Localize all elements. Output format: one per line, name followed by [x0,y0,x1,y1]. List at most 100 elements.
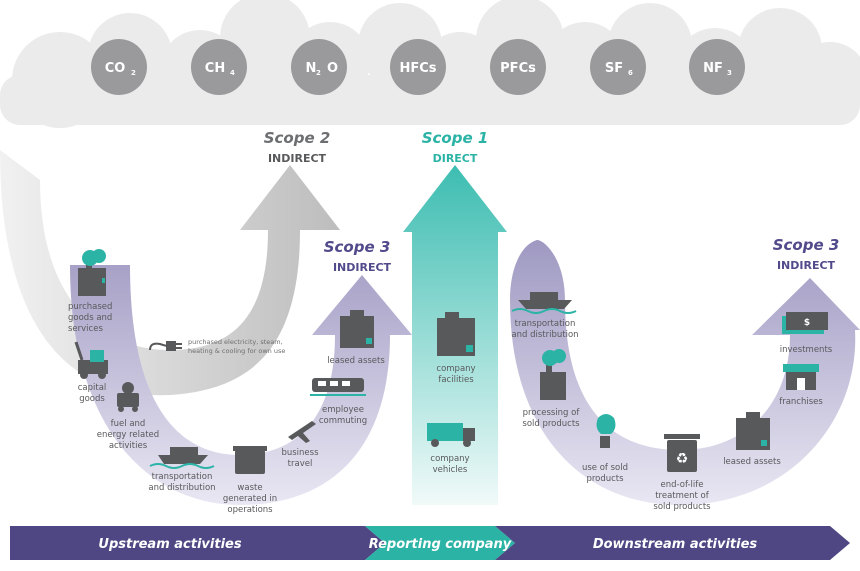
svg-text:franchises: franchises [779,397,823,407]
svg-text:INDIRECT: INDIRECT [268,152,327,165]
company-vehicles-label: company vehicles [430,454,469,475]
fuel-cart-icon [117,382,139,412]
processing-factory-icon [540,349,566,400]
upstream-activities-label: Upstream activities [98,537,241,552]
scope3-upstream-arrow [70,265,412,505]
svg-text:4: 4 [230,69,235,77]
svg-text:$: $ [804,318,810,328]
svg-text:capital: capital [78,383,107,393]
svg-text:2: 2 [131,69,136,77]
svg-text:purchased: purchased [68,302,112,312]
svg-text:NF: NF [703,61,723,76]
gas-n2o: N 2 O [291,39,347,95]
svg-text:INDIRECT: INDIRECT [333,261,392,274]
svg-text:♻: ♻ [676,451,689,467]
purchased-goods-label: purchased goods and services [68,302,112,334]
svg-text:6: 6 [628,69,633,77]
storefront-icon [783,364,819,390]
svg-text:transportation: transportation [152,472,213,482]
svg-text:use of sold: use of sold [582,463,628,473]
franchises-label: franchises [779,397,823,407]
svg-text:generated in: generated in [223,494,277,504]
end-of-life-label: end-of-life treatment of sold products [653,480,711,512]
svg-text:services: services [68,324,103,334]
scope2-arrow [0,150,340,396]
svg-text:DIRECT: DIRECT [433,152,478,165]
recycle-bin-icon: ♻ [664,434,700,472]
fuel-energy-label: fuel and energy related activities [97,419,159,451]
svg-text:company: company [430,454,469,464]
airplane-icon [288,421,316,443]
svg-text:and distribution: and distribution [511,330,578,340]
downstream-activities-bar [495,526,850,560]
svg-text:O: O [327,61,338,76]
upstream-leased-assets-label: leased assets [327,356,385,366]
train-icon [310,378,366,396]
downstream-ship-icon [511,292,577,314]
svg-text:Scope 1: Scope 1 [422,129,489,147]
svg-text:processing of: processing of [523,408,581,418]
scope1-heading: Scope 1 DIRECT [422,129,489,165]
svg-text:investments: investments [780,345,833,355]
svg-text:N: N [306,61,317,76]
svg-text:vehicles: vehicles [433,465,468,475]
svg-text:Scope 3: Scope 3 [773,236,840,254]
svg-text:business: business [281,448,319,458]
svg-text:goods and: goods and [68,313,112,323]
money-icon: $ [782,312,828,334]
svg-text:transportation: transportation [515,319,576,329]
downstream-building-icon [736,412,770,450]
plug-icon [149,341,182,351]
ship-icon [149,447,215,469]
svg-text:end-of-life: end-of-life [661,480,704,490]
svg-text:energy related: energy related [97,430,159,440]
reporting-company-bar [365,526,515,560]
business-travel-label: business travel [281,448,319,469]
svg-text:heating & cooling for own use: heating & cooling for own use [188,347,285,355]
svg-text:INDIRECT: INDIRECT [777,259,836,272]
gas-sf6: SF 6 [590,39,646,95]
svg-text:SF: SF [605,61,623,76]
scope2-heading: Scope 2 INDIRECT [264,129,331,165]
svg-text:CO: CO [105,61,126,76]
company-facilities-label: company facilities [436,364,475,385]
processing-label: processing of sold products [522,408,580,429]
capital-goods-label: capital goods [78,383,107,404]
svg-text:travel: travel [288,459,313,469]
upstream-transport-label: transportation and distribution [148,472,215,493]
gas-co2: CO 2 [91,39,147,95]
gas-nf3: NF 3 [689,39,745,95]
lightbulb-icon [596,414,616,448]
svg-text:sold products: sold products [653,502,711,512]
svg-text:operations: operations [227,505,273,515]
downstream-activities-label: Downstream activities [593,537,758,552]
svg-text:commuting: commuting [319,416,367,426]
svg-text:treatment of: treatment of [655,491,710,501]
employee-commuting-label: employee commuting [319,405,367,426]
company-vehicles-icon [427,423,475,447]
use-of-sold-label: use of sold products [582,463,628,484]
svg-text:CH: CH [205,61,225,76]
svg-text:products: products [586,474,624,484]
svg-text:Scope 3: Scope 3 [324,238,391,256]
svg-text:company: company [436,364,475,374]
building-icon [340,310,374,348]
svg-text:3: 3 [727,69,732,77]
reporting-company-label: Reporting company [369,537,512,552]
waste-bin-icon [233,446,267,474]
svg-text:fuel and: fuel and [111,419,146,429]
svg-text:waste: waste [237,483,262,493]
company-facilities-icon [437,312,475,356]
svg-text:activities: activities [109,441,148,451]
svg-text:employee: employee [322,405,364,415]
investments-label: investments [780,345,833,355]
gas-hfcs: HFCs [390,39,446,95]
downstream-leased-assets-label: leased assets [723,457,781,467]
truck-crane-icon [74,341,108,379]
svg-text:2: 2 [316,69,321,77]
scope3-upstream-heading: Scope 3 INDIRECT [324,238,392,274]
svg-text:leased assets: leased assets [723,457,781,467]
downstream-transport-label: transportation and distribution [511,319,578,340]
